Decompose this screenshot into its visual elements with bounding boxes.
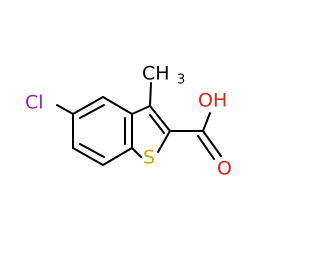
bond-c3-c2 [149, 105, 171, 132]
structure-canvas: Cl S CH 3 OH O [25, 62, 232, 180]
bond-ccooh-o-double [197, 135, 215, 160]
methyl-label: CH [142, 63, 170, 85]
bond-s-c7a [131, 147, 142, 158]
carbonyl-oxygen-label: O [217, 158, 232, 180]
bond-c3-ch3 [149, 82, 152, 107]
sulfur-label: S [143, 147, 155, 169]
bond-c3-c2-inner [149, 114, 165, 134]
bond-c7-c7a [102, 147, 133, 166]
bond-c4-c5 [72, 96, 104, 115]
hydroxyl-label: OH [198, 90, 227, 112]
chlorine-label: Cl [25, 92, 44, 114]
molecule-structure: Cl S CH 3 OH O [25, 63, 232, 180]
bond-c6-c7 [72, 147, 104, 166]
bond-c3a-c3 [131, 105, 151, 115]
bond-ccooh-oh [202, 112, 211, 132]
bond-c6-c7-inner [79, 143, 105, 158]
bond-c2-s [157, 130, 171, 153]
bond-ccooh-o [202, 130, 222, 157]
bond-c5-cl [56, 104, 74, 115]
bond-lines [56, 82, 222, 166]
methyl-subscript: 3 [177, 73, 185, 88]
bond-c3a-c4 [102, 96, 133, 115]
bond-c4-c5-inner [79, 104, 105, 119]
